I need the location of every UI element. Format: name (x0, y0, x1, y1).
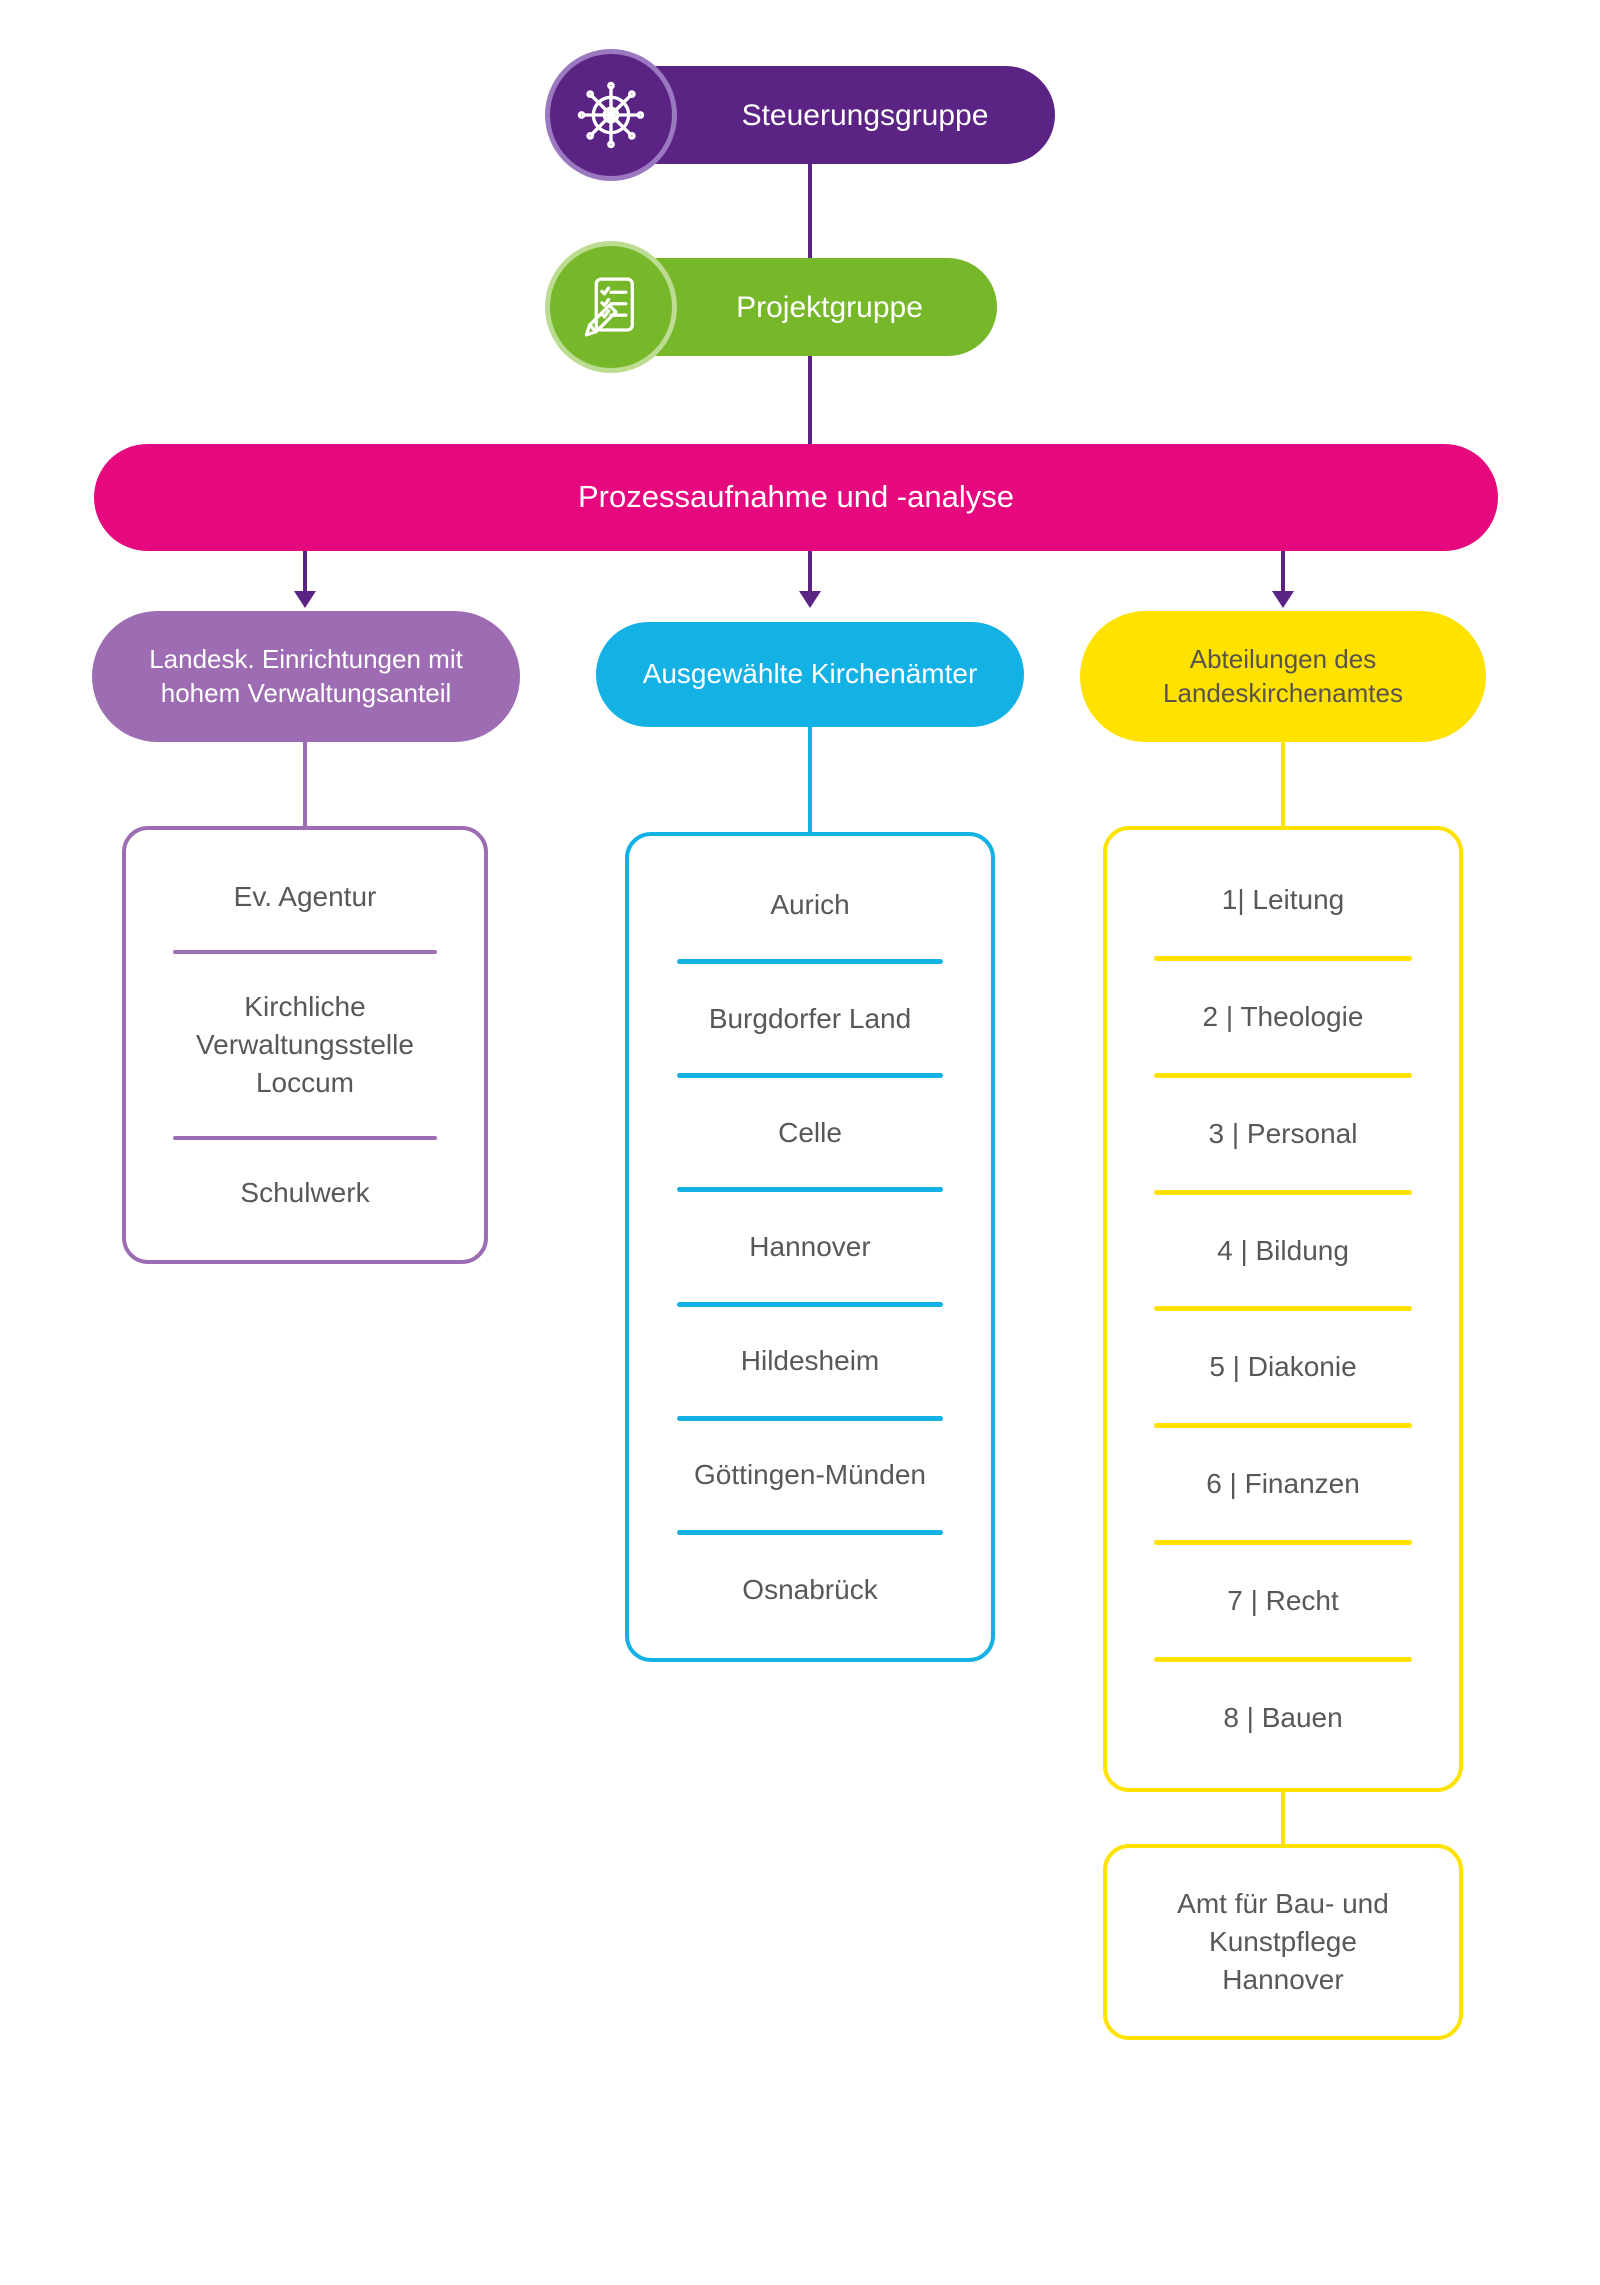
divider (1153, 1540, 1413, 1546)
list-item: Hannover (749, 1231, 871, 1263)
list-item: Göttingen-Münden (694, 1459, 926, 1491)
list-item: 4 | Bildung (1217, 1234, 1349, 1266)
ship-wheel-icon (545, 49, 677, 181)
connector-abteilungen-amt (1281, 1792, 1285, 1844)
amt-bau-kunstpflege-box: Amt für Bau- und Kunstpflege Hannover (1103, 1844, 1463, 2040)
abteilungen-box: 1| Leitung 2 | Theologie 3 | Personal 4 | B… (1103, 826, 1463, 1792)
node-branch-right: Abteilungen des Landeskirchenamtes (1080, 611, 1486, 742)
divider (676, 1415, 944, 1421)
divider (173, 950, 437, 955)
connector-to-branch-middle (808, 551, 812, 591)
list-item: Burgdorfer Land (708, 1002, 912, 1034)
list-item: Osnabrück (742, 1573, 878, 1605)
connector-branch-right-box (1281, 742, 1285, 826)
list-item: Schulwerk (240, 1176, 370, 1208)
divider (676, 959, 944, 965)
divider (1153, 1423, 1413, 1429)
node-branch-right-label: Abteilungen des Landeskirchenamtes (1163, 643, 1403, 708)
divider (1153, 1657, 1413, 1663)
arrow-down-icon (799, 591, 821, 608)
list-item: Kirchliche Verwaltungsstelle Loccum (196, 991, 414, 1098)
connector-branch-left-box (303, 742, 307, 826)
node-branch-left: Landesk. Einrichtungen mit hohem Verwalt… (92, 611, 520, 742)
connector-to-branch-left (303, 551, 307, 591)
divider (173, 1135, 437, 1140)
arrow-down-icon (1272, 591, 1294, 608)
divider (1153, 1072, 1413, 1078)
node-branch-middle: Ausgewählte Kirchenämter (596, 622, 1024, 727)
node-branch-middle-label: Ausgewählte Kirchenämter (642, 658, 978, 690)
divider (1153, 1189, 1413, 1195)
list-item: 6 | Finanzen (1206, 1468, 1360, 1500)
list-item: Aurich (770, 888, 850, 920)
node-projektgruppe-label: Projektgruppe (736, 290, 923, 324)
list-item: 3 | Personal (1208, 1117, 1358, 1149)
list-item: Ev. Agentur (233, 881, 377, 913)
arrow-down-icon (294, 591, 316, 608)
connector-steuerungsgruppe-projektgruppe (808, 164, 812, 258)
connector-to-branch-right (1281, 551, 1285, 591)
checklist-icon (545, 241, 677, 373)
node-prozessaufnahme-label: Prozessaufnahme und -analyse (578, 479, 1014, 515)
list-item: Celle (778, 1116, 842, 1148)
divider (1153, 1306, 1413, 1312)
divider (1153, 955, 1413, 961)
list-item: Hildesheim (740, 1345, 880, 1377)
list-item: 7 | Recht (1227, 1585, 1339, 1617)
list-item: 5 | Diakonie (1209, 1351, 1357, 1383)
node-prozessaufnahme: Prozessaufnahme und -analyse (94, 444, 1498, 551)
list-item: 1| Leitung (1221, 884, 1345, 916)
divider (676, 1301, 944, 1307)
connector-branch-middle-box (808, 727, 812, 832)
node-branch-left-label: Landesk. Einrichtungen mit hohem Verwalt… (149, 643, 463, 708)
divider (676, 1529, 944, 1535)
list-item: 8 | Bauen (1223, 1702, 1343, 1734)
divider (676, 1073, 944, 1079)
amt-bau-kunstpflege-label: Amt für Bau- und Kunstpflege Hannover (1177, 1888, 1389, 1995)
connector-projektgruppe-prozessaufnahme (808, 356, 812, 444)
node-steuerungsgruppe-label: Steuerungsgruppe (741, 98, 989, 132)
list-item: 2 | Theologie (1202, 1000, 1364, 1032)
divider (676, 1187, 944, 1193)
